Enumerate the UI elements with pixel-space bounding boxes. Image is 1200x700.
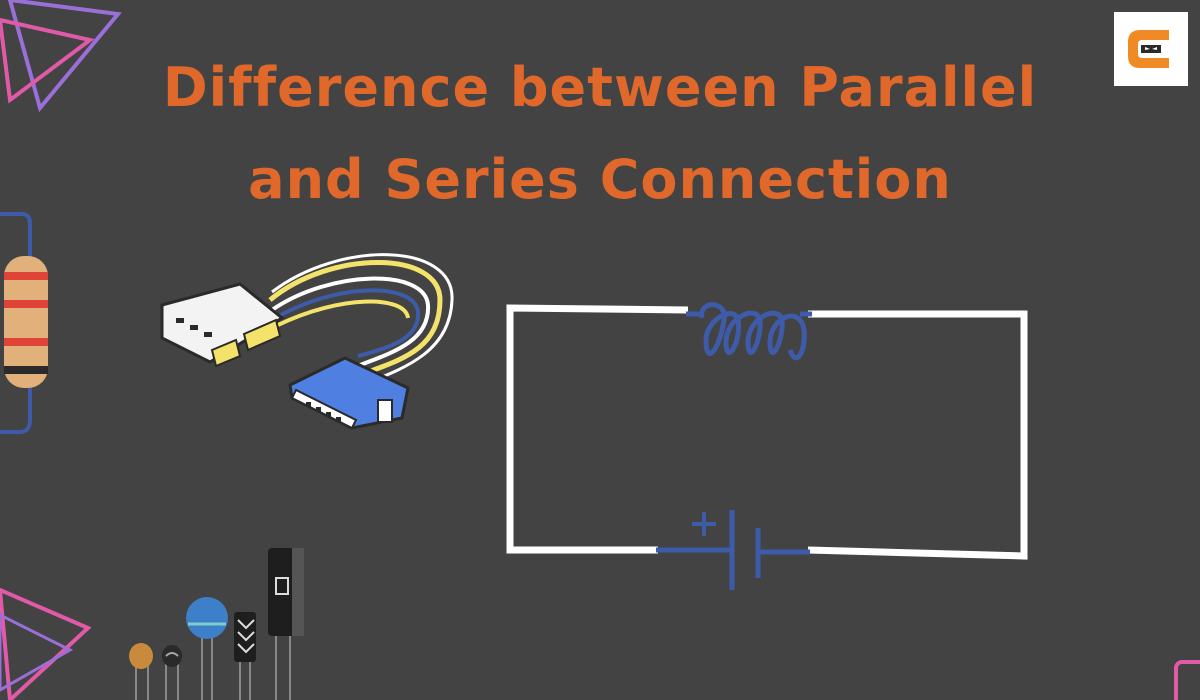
- inductor-coil-icon: [686, 302, 812, 361]
- decor-triangle-bottom-left-icon: [0, 587, 92, 700]
- brand-logo: [1114, 12, 1188, 86]
- series-circuit-diagram: [506, 302, 1028, 590]
- title-line-2: and Series Connection: [248, 148, 952, 211]
- decor-corner-bottom-right-icon: [1174, 660, 1200, 700]
- capacitor-components-icon: [129, 548, 304, 700]
- resistor-icon: [0, 212, 48, 434]
- power-connector-cable-icon: [160, 253, 454, 430]
- circuit-wire: [506, 304, 1028, 560]
- page-title: Difference between Parallel and Series C…: [0, 42, 1200, 226]
- coding-ninjas-logo-icon: [1128, 30, 1169, 68]
- battery-cell-icon: [656, 510, 810, 590]
- decor-triangle-top-left-icon: [0, 0, 122, 113]
- title-line-1: Difference between Parallel: [162, 56, 1038, 119]
